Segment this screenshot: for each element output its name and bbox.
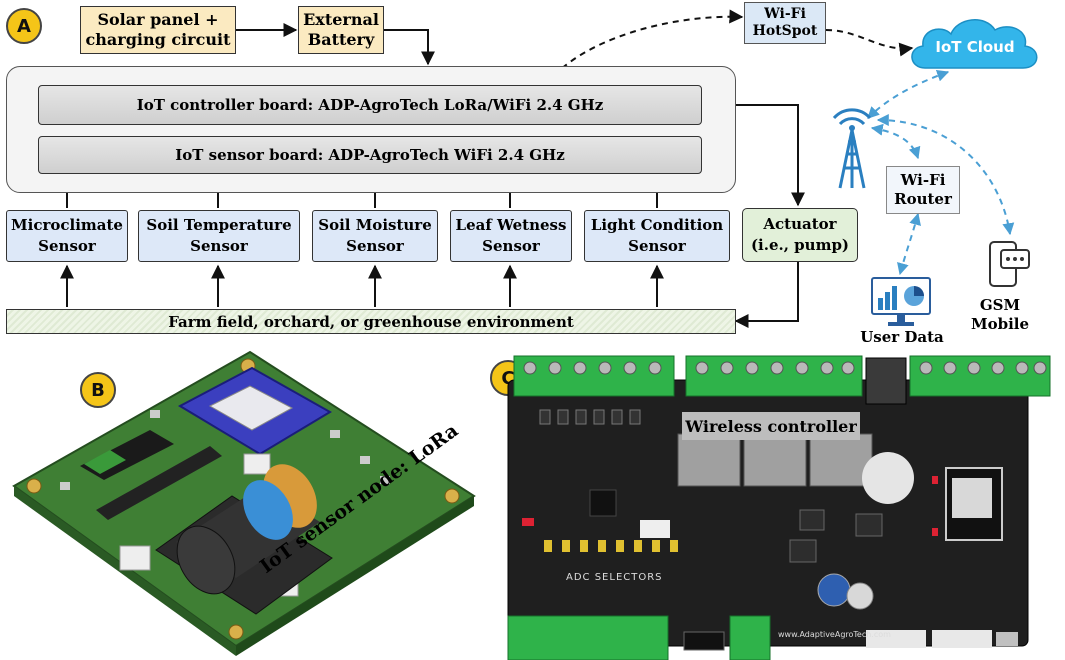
user-data-monitor-icon [871,277,931,326]
cell-tower-icon [832,108,872,189]
link-tower-router [870,123,921,160]
external-battery-box: External Battery [298,6,384,54]
panel-label-a: A [6,8,42,44]
wireless-controller-board-photo [507,355,1051,660]
sensor-label: Soil Moisture Sensor [318,216,432,255]
cloud-label: IoT Cloud [935,38,1015,56]
sensor-box-soil-moisture: Soil Moisture Sensor [312,210,438,262]
user-data-label: User Data [860,328,944,346]
wireless-controller-label: Wireless controller [682,412,860,440]
wifi-router-box: Wi-Fi Router [886,166,960,214]
link-cloud-tower [867,69,950,119]
solar-panel-label: Solar panel + charging circuit [85,10,231,49]
sensor-box-light-condition: Light Condition Sensor [584,210,730,262]
gsm-mobile-label: GSM Mobile [970,296,1030,333]
link-tower-gsm [876,114,1015,236]
wifi-hotspot-label: Wi-Fi HotSpot [752,6,818,39]
arrow-battery-to-system [384,29,435,66]
sensor-label: Light Condition Sensor [590,216,724,255]
cloud-icon [911,19,1038,69]
solar-panel-box: Solar panel + charging circuit [80,6,236,54]
sensor-board-label: IoT sensor board: ADP-AgroTech WiFi 2.4 … [175,146,565,164]
link-router-userdata [897,212,921,276]
sensor-label: Soil Temperature Sensor [146,216,292,255]
mobile-phone-icon [989,241,1030,287]
field-environment-box: Farm field, orchard, or greenhouse envir… [6,309,736,334]
sensor-box-soil-temperature: Soil Temperature Sensor [138,210,300,262]
actuator-box: Actuator (i.e., pump) [742,208,858,262]
actuator-label: Actuator (i.e., pump) [750,215,850,254]
wifi-hotspot-box: Wi-Fi HotSpot [744,2,826,44]
arrow-actuator-to-field [734,262,799,328]
external-battery-label: External Battery [303,10,379,49]
adc-selectors-label: ADC SELECTORS [566,572,663,583]
sensor-label: Microclimate Sensor [11,216,123,255]
sensor-box-microclimate: Microclimate Sensor [6,210,128,262]
sensor-box-leaf-wetness: Leaf Wetness Sensor [450,210,572,262]
sensor-label: Leaf Wetness Sensor [455,216,567,255]
panel-label-b: B [80,372,116,408]
controller-board-box: IoT controller board: ADP-AgroTech LoRa/… [38,85,702,125]
board-url-label: www.AdaptiveAgroTech.com [778,630,891,639]
controller-board-label: IoT controller board: ADP-AgroTech LoRa/… [136,96,604,114]
lora-sensor-node-photo [12,350,476,656]
link-hotspot-cloud [825,29,914,57]
sensor-board-box: IoT sensor board: ADP-AgroTech WiFi 2.4 … [38,136,702,174]
field-environment-label: Farm field, orchard, or greenhouse envir… [168,312,574,331]
wifi-router-label: Wi-Fi Router [894,171,952,208]
